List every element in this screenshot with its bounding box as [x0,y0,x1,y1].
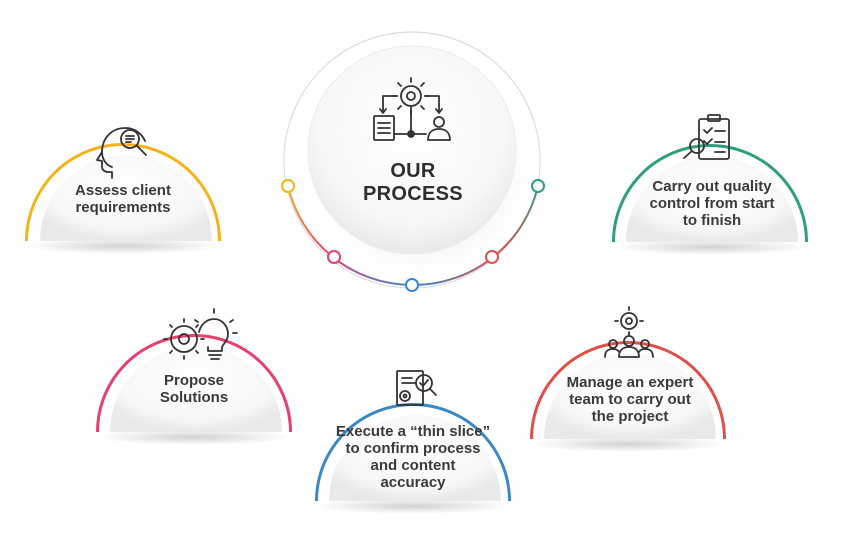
step-assess-label-line: requirements [75,199,171,216]
ring-node-yellow [281,179,295,193]
step-quality-label: Carry out quality control from start to … [630,178,794,229]
center-hub [281,31,545,292]
step-propose-label: Propose Solutions [114,372,274,406]
step-propose-disk [110,346,282,432]
step-quality-disk [626,156,798,242]
step-manage-label: Manage an expert team to carry out the p… [548,374,712,425]
center-title-line1: OUR [390,160,436,182]
step-manage-label-line: Manage an expert [566,374,694,391]
center-title: OUR PROCESS [313,160,513,206]
step-propose-label-line: Propose [163,372,224,389]
center-disk [307,45,517,255]
step-execute-label-line: Execute a “thin slice” [335,423,491,440]
step-execute-disk [329,415,501,501]
step-execute-label-line: accuracy [380,474,446,491]
step-execute-label-line: to confirm process [345,440,481,457]
step-propose [96,308,292,445]
gear-bulb-icon [163,308,238,360]
ring-node-blue [405,278,419,292]
ring-node-pink [327,250,341,264]
head-search-icon [96,127,147,179]
step-quality [612,114,808,255]
step-execute-label-line: and content [370,457,456,474]
step-manage-disk [544,353,716,439]
team-gear-icon [604,306,654,358]
step-quality-label-line: control from start [649,195,775,212]
workflow-icon [373,77,451,141]
step-assess-label: Assess client requirements [43,182,203,216]
checklist-search-icon [683,114,730,160]
step-assess [25,127,221,254]
step-execute [315,370,511,514]
step-assess-disk [40,155,212,241]
step-manage [530,306,726,452]
step-manage-label-line: team to carry out [569,391,691,408]
center-title-line2: PROCESS [363,183,463,205]
step-quality-label-line: to finish [682,212,742,229]
document-gear-icon [396,370,437,406]
step-execute-label: Execute a “thin slice” to confirm proces… [328,423,498,491]
step-manage-label-line: the project [591,408,669,425]
ring-node-green [531,179,545,193]
step-propose-label-line: Solutions [159,389,229,406]
step-assess-label-line: Assess client [75,182,171,199]
step-quality-label-line: Carry out quality [652,178,772,195]
